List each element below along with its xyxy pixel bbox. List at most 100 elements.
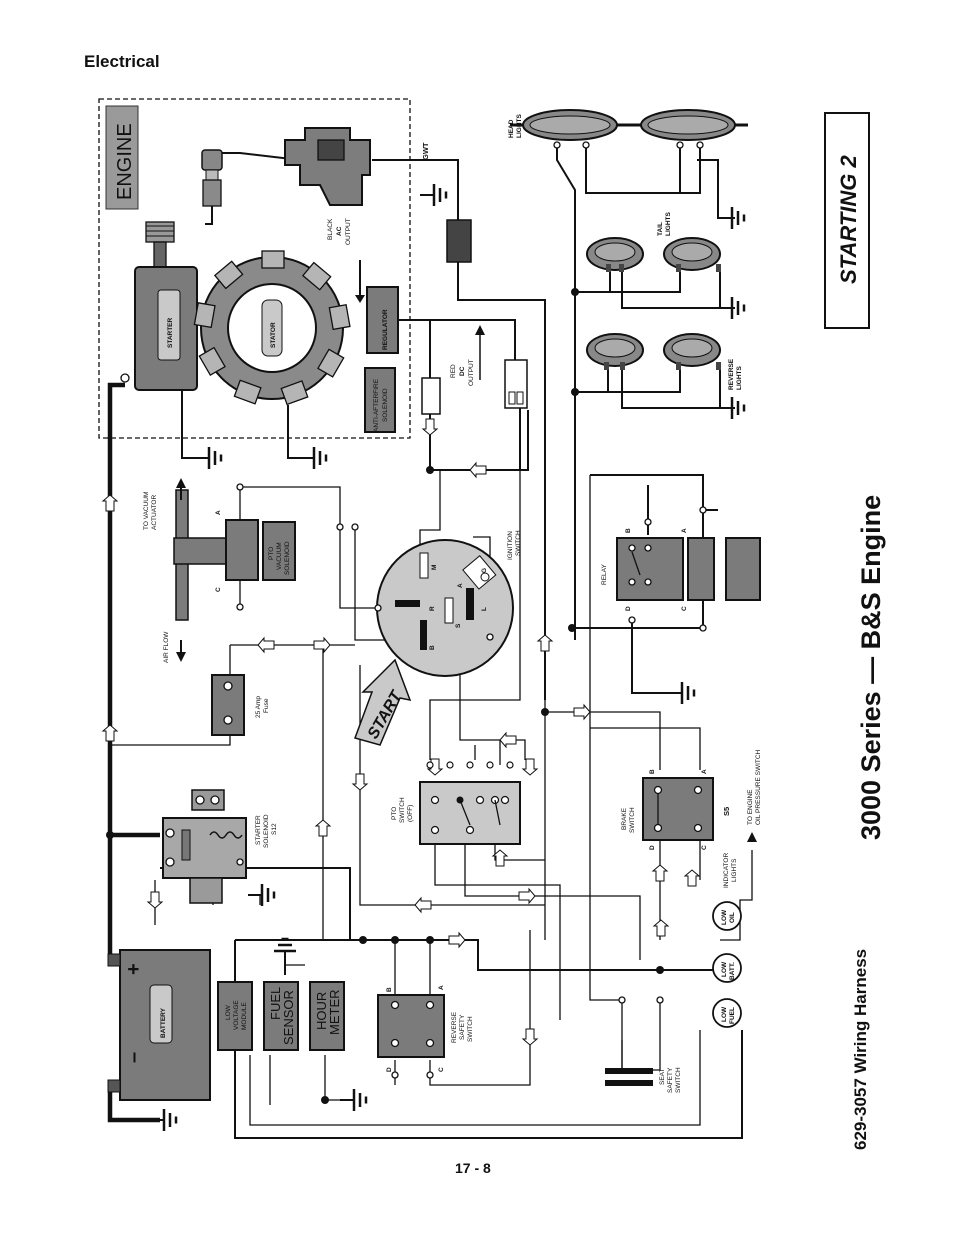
reverse-safety-label: REVERSE SAFETY SWITCH	[451, 1011, 474, 1043]
svg-text:REVERSE: REVERSE	[728, 358, 735, 390]
regulator	[366, 286, 399, 354]
svg-text:VACUUM: VACUUM	[276, 542, 283, 570]
reverse-light-right	[663, 333, 721, 370]
svg-text:AC: AC	[336, 226, 343, 236]
page-number: 17 - 8	[455, 1160, 491, 1176]
relay-term-d: D	[625, 606, 632, 611]
relay-label: RELAY	[601, 564, 608, 585]
seat-safety-label: SEAT SAFETY SWITCH	[659, 1067, 682, 1093]
brake-switch-label: BRAKE SWITCH	[621, 807, 636, 833]
fuel-sensor: FUEL SENSOR	[263, 981, 299, 1051]
diode-block	[421, 377, 441, 415]
svg-text:SWITCH: SWITCH	[675, 1067, 682, 1093]
svg-text:LOW: LOW	[225, 1004, 232, 1020]
rev-term-c: C	[438, 1067, 445, 1072]
svg-text:DC: DC	[459, 366, 466, 376]
svg-text:METER: METER	[327, 990, 342, 1036]
ign-term-g: G	[481, 568, 488, 573]
svg-text:TO ENGINE: TO ENGINE	[747, 789, 754, 825]
ign-term-b: B	[429, 645, 436, 650]
svg-text:HOUR: HOUR	[314, 992, 329, 1030]
svg-text:SAFETY: SAFETY	[459, 1014, 466, 1040]
gwt-label: GWT	[421, 142, 430, 160]
svg-text:BRAKE: BRAKE	[621, 807, 628, 830]
svg-text:SAFETY: SAFETY	[667, 1067, 674, 1093]
tail-light-left	[586, 237, 644, 272]
rev-term-b: B	[386, 987, 393, 992]
page-title: 3000 Series — B&S Engine	[856, 495, 886, 840]
relay	[616, 506, 761, 632]
tail-lights-label: TAIL LIGHTS	[657, 212, 672, 236]
dc-connector	[504, 359, 528, 409]
seat-safety-switch[interactable]	[605, 996, 664, 1086]
brake-term-c: C	[701, 845, 708, 850]
svg-text:PTO: PTO	[391, 807, 398, 820]
reverse-safety-switch[interactable]	[377, 994, 445, 1079]
ground-symbols	[148, 182, 746, 1133]
svg-text:LOW: LOW	[721, 1006, 728, 1022]
svg-text:RED: RED	[450, 364, 457, 378]
svg-text:ACTUATOR: ACTUATOR	[151, 495, 158, 530]
svg-text:SENSOR: SENSOR	[281, 990, 296, 1045]
engine-boundary	[98, 98, 411, 439]
svg-text:LIGHTS: LIGHTS	[516, 114, 523, 138]
head-light-right	[628, 109, 748, 149]
svg-text:OIL PRESSURE SWITCH: OIL PRESSURE SWITCH	[755, 749, 762, 825]
reverse-lights-label: REVERSE LIGHTS	[728, 358, 743, 390]
junction-dots	[106, 288, 664, 1104]
ignition-switch-label: IGNITION SWITCH	[507, 530, 522, 560]
black-ac-output-label: BLACK AC OUTPUT	[327, 218, 352, 245]
svg-text:(OFF): (OFF)	[407, 805, 414, 822]
ignition-switch[interactable]: M A G L R S B	[374, 539, 514, 677]
svg-text:IGNITION: IGNITION	[507, 531, 514, 560]
svg-text:OUTPUT: OUTPUT	[345, 218, 352, 245]
s5-label: S5	[722, 807, 731, 816]
section-title-box: STARTING 2	[824, 112, 870, 329]
regulator-label: REGULATOR	[382, 309, 389, 350]
svg-text:PTO: PTO	[268, 547, 275, 560]
svg-text:ANTI-AFTERFIRE: ANTI-AFTERFIRE	[373, 378, 380, 432]
svg-text:SWITCH: SWITCH	[515, 530, 522, 556]
svg-text:REVERSE: REVERSE	[451, 1011, 458, 1043]
to-vacuum-actuator-label: TO VACUUM ACTUATOR	[143, 492, 158, 530]
svg-text:OUTPUT: OUTPUT	[468, 359, 475, 386]
svg-text:25 Amp: 25 Amp	[255, 696, 262, 718]
engine-label-box: ENGINE	[105, 105, 139, 210]
anti-afterfire-solenoid	[364, 367, 396, 433]
svg-text:LOW: LOW	[721, 909, 728, 925]
hour-meter: HOUR METER	[309, 981, 345, 1051]
ign-term-l: L	[481, 607, 488, 611]
ign-term-a: A	[457, 583, 464, 588]
svg-text:BATT.: BATT.	[729, 962, 736, 980]
svg-text:LOW: LOW	[721, 961, 728, 977]
section-title: STARTING 2	[836, 154, 861, 284]
vacuum-valve	[225, 519, 259, 581]
red-dc-output-label: RED DC OUTPUT	[450, 359, 475, 386]
reverse-light-left	[586, 333, 644, 370]
low-batt-light: LOW BATT.	[712, 953, 742, 983]
svg-text:STARTER: STARTER	[255, 815, 262, 845]
section-header: Electrical	[84, 52, 160, 71]
svg-text:S12: S12	[271, 823, 278, 835]
harness-number: 629-3057 Wiring Harness	[851, 949, 870, 1150]
pto-vacuum-solenoid-label: PTO VACUUM SOLENOID	[268, 541, 291, 575]
indicator-lights-label: INDICATOR LIGHTS	[723, 853, 738, 888]
fuse-label: 25 Amp Fuse	[255, 696, 270, 718]
starter-solenoid	[162, 789, 247, 904]
start-arrow: START	[354, 658, 412, 746]
oil-pressure-label: TO ENGINE OIL PRESSURE SWITCH	[747, 749, 762, 825]
head-light-left	[510, 109, 630, 149]
svg-text:OIL: OIL	[729, 912, 736, 923]
svg-text:VOLTAGE: VOLTAGE	[233, 1000, 240, 1030]
pto-switch[interactable]	[419, 761, 521, 845]
stator: STATOR	[193, 250, 351, 406]
ign-term-m: M	[431, 565, 438, 570]
brake-switch[interactable]	[642, 777, 714, 841]
stator-label: STATOR	[270, 322, 277, 348]
relay-term-a: A	[681, 528, 688, 533]
battery-plus: +	[123, 963, 145, 975]
vac-term-c: C	[215, 587, 222, 592]
svg-text:FUEL: FUEL	[268, 987, 283, 1020]
svg-text:SOLENOID: SOLENOID	[382, 388, 389, 422]
svg-text:FUEL: FUEL	[729, 1007, 736, 1024]
